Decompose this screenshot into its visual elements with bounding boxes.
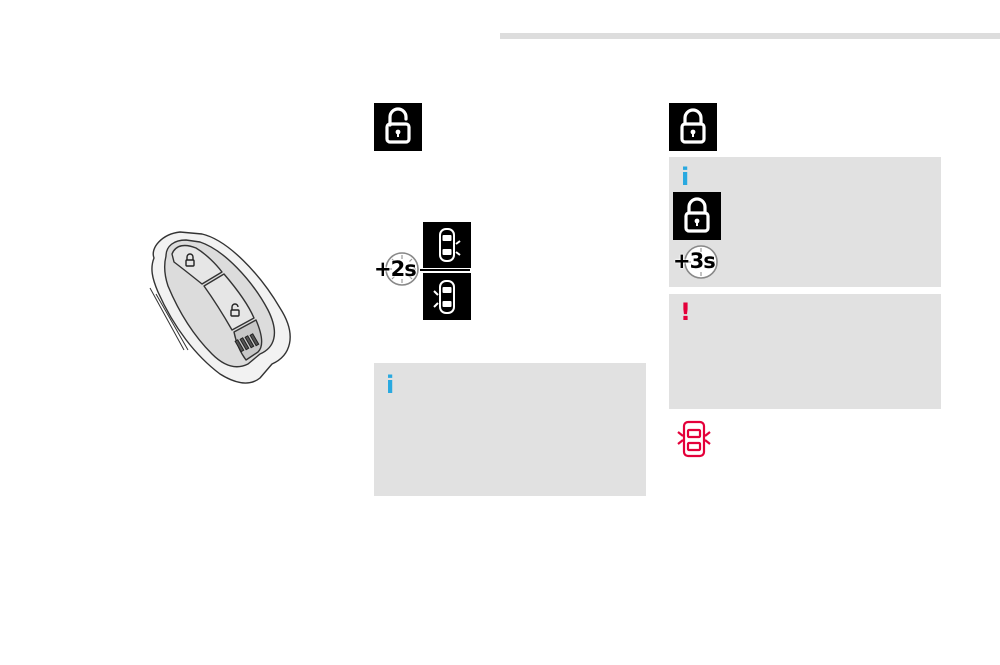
key-fob-illustration [149,231,291,384]
padlock-closed-icon [673,192,721,240]
padlock-open-icon [374,103,422,151]
header-divider [500,33,1000,39]
timer-label-2s: +2s [374,257,417,281]
warning-icon: ! [680,298,691,326]
connector-line [420,269,470,271]
warning-panel: ! [669,294,941,409]
info-icon: i [681,163,690,191]
info-icon: i [386,371,395,399]
info-panel: i +3s [669,157,941,287]
padlock-closed-icon [669,103,717,151]
timer-label-3s: +3s [673,249,716,273]
car-alarm-icon [677,420,711,458]
stopwatch-icon [385,252,419,286]
car-door-open-icon [423,273,471,320]
stopwatch-icon [684,245,718,279]
info-panel: i [374,363,646,496]
car-door-open-icon [423,222,471,268]
